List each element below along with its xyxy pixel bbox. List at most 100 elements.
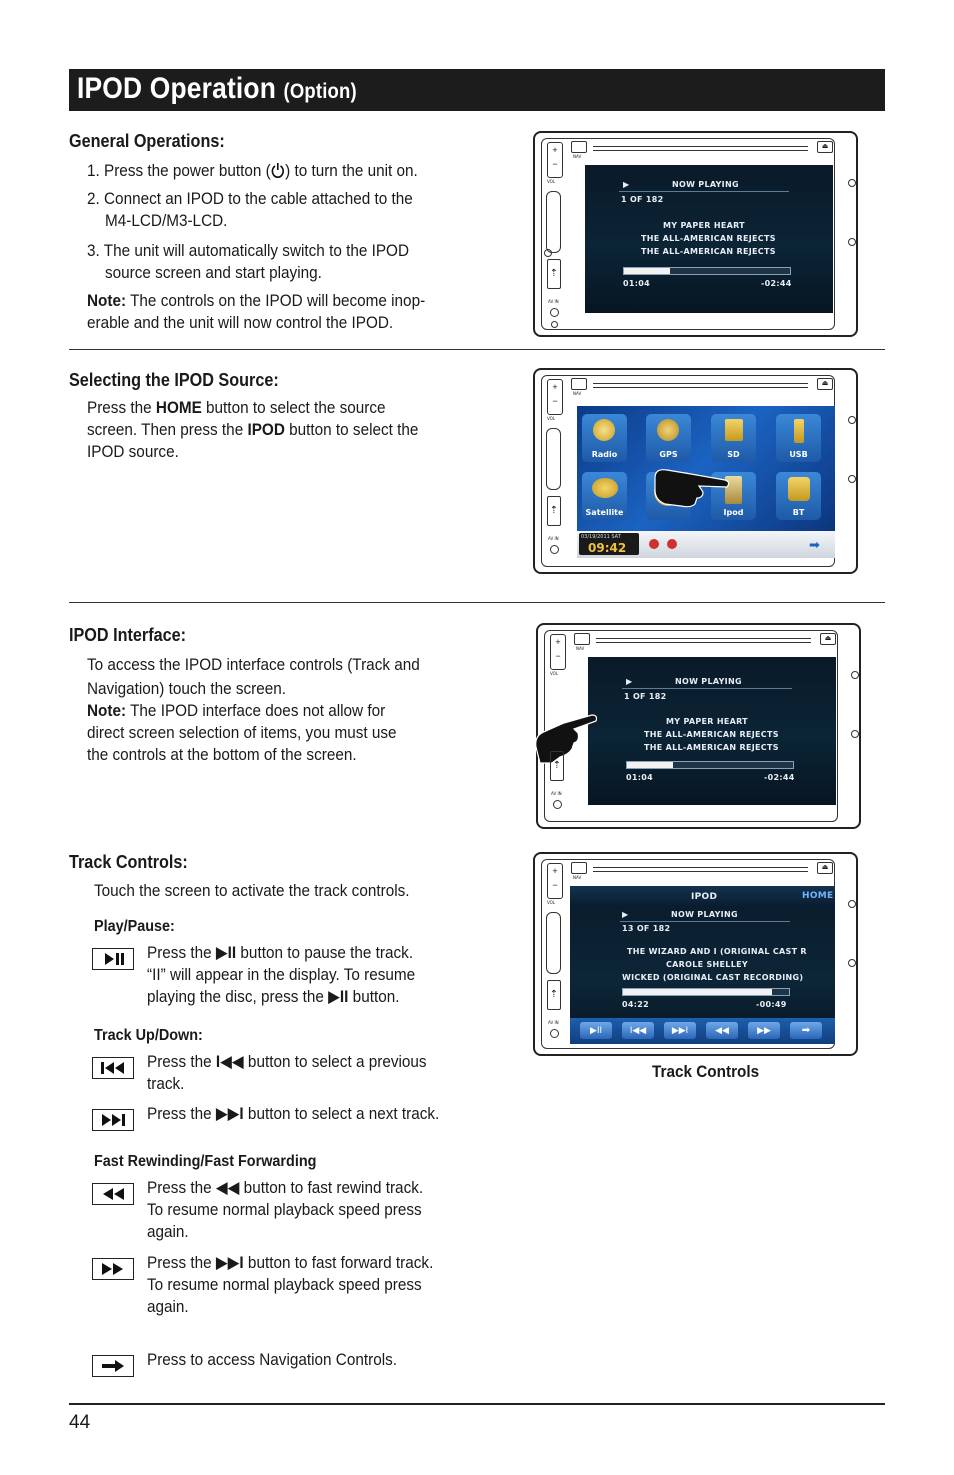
tile-radio[interactable]: Radio (582, 414, 627, 462)
usb-icon: ⇡ (547, 496, 561, 526)
usb-icon: ⇡ (547, 259, 561, 289)
power-button[interactable] (571, 862, 587, 874)
usb-icon: ⇡ (547, 980, 561, 1010)
previous-track-icon: I◀◀ (215, 1052, 244, 1071)
vol-label: VOL (550, 671, 559, 676)
volume-rocker[interactable]: +− (547, 379, 563, 415)
volume-rocker[interactable]: +− (547, 863, 563, 899)
tile-ipod[interactable]: Ipod (711, 472, 756, 520)
ipod-track-controls-screen[interactable]: IPOD HOME ▶ NOW PLAYING 13 OF 182 THE WI… (570, 886, 835, 1044)
eject-button[interactable]: ⏏ (817, 141, 833, 153)
fast-rewind-desc: Press the ◀◀ button to fast rewind track… (147, 1178, 424, 1241)
eject-button[interactable]: ⏏ (817, 378, 833, 390)
ipod-screen-title: IPOD (691, 892, 718, 902)
tile-sd[interactable]: SD (711, 414, 756, 462)
avin-jack (553, 800, 562, 809)
page-title: IPOD Operation (Option) (77, 72, 357, 106)
track-updown-heading: Track Up/Down: (94, 1027, 203, 1044)
general-step1: 1. Press the power button () to turn the… (87, 161, 418, 180)
status-bar: 03/19/2011 SAT 09:42 ➡ (577, 531, 835, 558)
now-playing-screen-1[interactable]: ▶ NOW PLAYING 1 OF 182 MY PAPER HEART TH… (585, 165, 833, 313)
avin-jack (550, 308, 559, 317)
volume-rocker[interactable]: +− (547, 142, 563, 178)
vol-label: VOL (547, 416, 556, 421)
artist-name: CAROLE SHELLEY (666, 960, 748, 969)
disc-slot (593, 867, 808, 872)
album-name: THE ALL-AMERICAN REJECTS (644, 743, 779, 752)
song-title: MY PAPER HEART (666, 717, 748, 726)
play-pause-button[interactable]: ▶II (580, 1022, 612, 1039)
next-track-button[interactable]: ▶▶I (664, 1022, 696, 1039)
track-count: 1 OF 182 (624, 692, 667, 701)
tile-bt[interactable]: BT (776, 472, 821, 520)
page-title-option: (Option) (283, 80, 357, 103)
general-heading: General Operations: (69, 131, 225, 151)
home-source-screen[interactable]: Radio GPS SD USB Satellite Ipod BT 03/19… (577, 406, 835, 558)
play-pause-button-icon (92, 948, 134, 970)
elapsed-time: 01:04 (626, 773, 653, 782)
volume-rocker[interactable]: +− (550, 634, 566, 670)
remaining-time: -00:49 (756, 1000, 787, 1009)
vol-label: VOL (547, 179, 556, 184)
interface-heading: IPOD Interface: (69, 625, 187, 645)
progress-bar (626, 761, 794, 769)
sd-slot (546, 428, 561, 490)
avin-label: AV IN (548, 299, 559, 304)
power-button[interactable] (571, 378, 587, 390)
head-unit-image-2: Radio GPS SD USB Satellite Ipod BT 03/19… (533, 368, 858, 574)
elapsed-time: 04:22 (622, 1000, 649, 1009)
track-count: 1 OF 182 (621, 195, 664, 204)
fast-rewind-button[interactable]: ◀◀ (706, 1022, 738, 1039)
track-heading: Track Controls: (69, 852, 188, 872)
avin-jack (550, 1029, 559, 1038)
page-number: 44 (69, 1412, 91, 1433)
tile-satellite[interactable]: Satellite (582, 472, 627, 520)
tile-usb[interactable]: USB (776, 414, 821, 462)
next-track-button-icon (92, 1109, 134, 1131)
previous-track-desc: Press the I◀◀ button to select a previou… (147, 1052, 427, 1093)
pointing-hand-icon (535, 714, 598, 764)
progress-bar (622, 988, 790, 996)
fast-rewind-forward-heading: Fast Rewinding/Fast Forwarding (94, 1153, 317, 1170)
head-unit-image-4: IPOD HOME ▶ NOW PLAYING 13 OF 182 THE WI… (533, 852, 858, 1056)
usb-icon: ⇡ (550, 751, 564, 781)
section-divider (69, 602, 885, 603)
navigation-arrow-button-icon (92, 1355, 134, 1377)
album-name: THE ALL-AMERICAN REJECTS (641, 247, 776, 256)
tile-gps[interactable]: GPS (646, 414, 691, 462)
artist-name: THE ALL-AMERICAN REJECTS (641, 234, 776, 243)
previous-track-button[interactable]: I◀◀ (622, 1022, 654, 1039)
remaining-time: -02:44 (761, 279, 792, 288)
fast-forward-button[interactable]: ▶▶ (748, 1022, 780, 1039)
settings-icon[interactable] (649, 539, 659, 549)
clock-readout: 09:42 (588, 541, 627, 555)
track-controls-caption: Track Controls (652, 1062, 760, 1081)
title-bar: IPOD Operation (Option) (69, 69, 885, 111)
eject-button[interactable]: ⏏ (820, 633, 836, 645)
eject-button[interactable]: ⏏ (817, 862, 833, 874)
pointing-hand-icon (654, 469, 730, 508)
nav-label: NAV (573, 875, 582, 880)
play-pause-desc: Press the ▶II button to pause the track.… (147, 943, 416, 1006)
track-intro: Touch the screen to activate the track c… (94, 881, 410, 900)
footer-rule (69, 1403, 885, 1405)
navigation-arrow-button[interactable]: ➡ (790, 1022, 822, 1039)
avin-label: AV IN (551, 791, 562, 796)
song-title: MY PAPER HEART (663, 221, 745, 230)
power-button[interactable] (574, 633, 590, 645)
nav-label: NAV (576, 646, 585, 651)
track-count: 13 OF 182 (622, 924, 671, 933)
power-off-icon[interactable] (667, 539, 677, 549)
power-icon (271, 163, 285, 179)
fast-forward-icon: ▶▶I (215, 1253, 244, 1272)
home-button[interactable]: HOME (802, 891, 834, 901)
sd-slot (546, 191, 561, 253)
remaining-time: -02:44 (764, 773, 795, 782)
play-pause-heading: Play/Pause: (94, 918, 175, 935)
power-button[interactable] (571, 141, 587, 153)
next-page-arrow-icon[interactable]: ➡ (809, 537, 820, 552)
song-title: THE WIZARD AND I (ORIGINAL CAST R (627, 947, 807, 956)
page-title-main: IPOD Operation (77, 72, 277, 105)
fast-rewind-icon: ◀◀ (215, 1178, 240, 1197)
now-playing-screen-3[interactable]: ▶ NOW PLAYING 1 OF 182 MY PAPER HEART TH… (588, 657, 836, 805)
